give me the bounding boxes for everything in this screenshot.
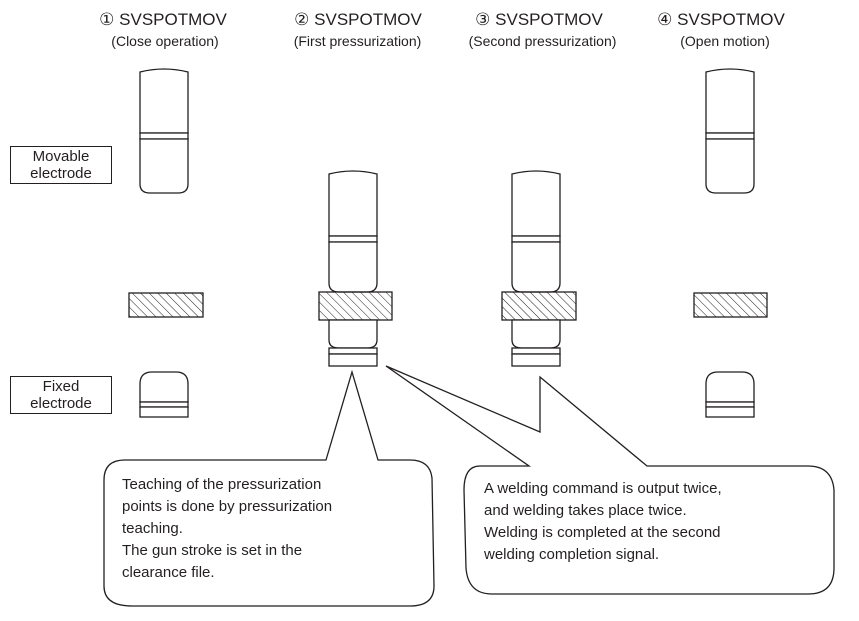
step-1-fixed-electrode — [139, 371, 189, 418]
step-1-number: ① — [99, 10, 115, 29]
step-1-movable-electrode — [139, 68, 189, 194]
step-3-number: ③ — [475, 10, 491, 29]
step-3-name: SVSPOTMOV — [495, 10, 603, 29]
step-2-workpiece — [318, 291, 393, 321]
callout-left-line: teaching. — [122, 520, 183, 537]
step-4-movable-electrode — [705, 68, 755, 194]
step-4-name: SVSPOTMOV — [677, 10, 785, 29]
step-2-title: ② SVSPOTMOV — [283, 10, 433, 30]
step-4-title: ④ SVSPOTMOV — [646, 10, 796, 30]
step-1-subtitle: (Close operation) — [111, 33, 219, 49]
step-2-movable-electrode — [328, 170, 378, 293]
step-1-title: ① SVSPOTMOV — [88, 10, 238, 30]
step-4-number: ④ — [657, 10, 673, 29]
fixed-electrode-label-line2: electrode — [30, 395, 92, 412]
callout-right-bubble — [385, 365, 835, 595]
callout-left-bubble — [103, 369, 435, 607]
callout-right-line: Welding is completed at the second — [484, 524, 721, 541]
callout-left-line: clearance file. — [122, 564, 215, 581]
callout-left-line: points is done by pressurization — [122, 498, 333, 515]
callout-right-text: A welding command is output twice, and w… — [484, 478, 722, 566]
callout-left-line: The gun stroke is set in the — [122, 542, 303, 559]
step-3-subtitle: (Second pressurization) — [468, 33, 617, 49]
step-2-number: ② — [294, 10, 310, 29]
callout-left-line: Teaching of the pressurization — [122, 476, 322, 493]
movable-electrode-label-line1: Movable — [32, 148, 90, 165]
step-4-subtitle: (Open motion) — [680, 33, 770, 49]
step-2-name: SVSPOTMOV — [314, 10, 422, 29]
step-4-fixed-electrode — [705, 371, 755, 418]
movable-electrode-label: Movable electrode — [10, 146, 112, 184]
step-1-workpiece — [128, 292, 204, 318]
step-1-name: SVSPOTMOV — [119, 10, 227, 29]
step-3-title: ③ SVSPOTMOV — [464, 10, 614, 30]
step-3-movable-electrode — [511, 170, 561, 293]
step-3-workpiece — [501, 291, 577, 321]
fixed-electrode-label-line1: Fixed — [42, 378, 80, 395]
callout-right-line: A welding command is output twice, — [484, 480, 722, 497]
step-3-fixed-electrode — [511, 319, 561, 367]
step-2-subtitle: (First pressurization) — [293, 33, 422, 49]
fixed-electrode-label: Fixed electrode — [10, 376, 112, 414]
movable-electrode-label-line2: electrode — [30, 165, 92, 182]
callout-right-line: and welding takes place twice. — [484, 502, 687, 519]
step-2-fixed-electrode — [328, 319, 378, 367]
step-4-workpiece — [693, 292, 768, 318]
callout-left-text: Teaching of the pressurization points is… — [122, 474, 332, 584]
callout-right-line: welding completion signal. — [484, 546, 660, 563]
